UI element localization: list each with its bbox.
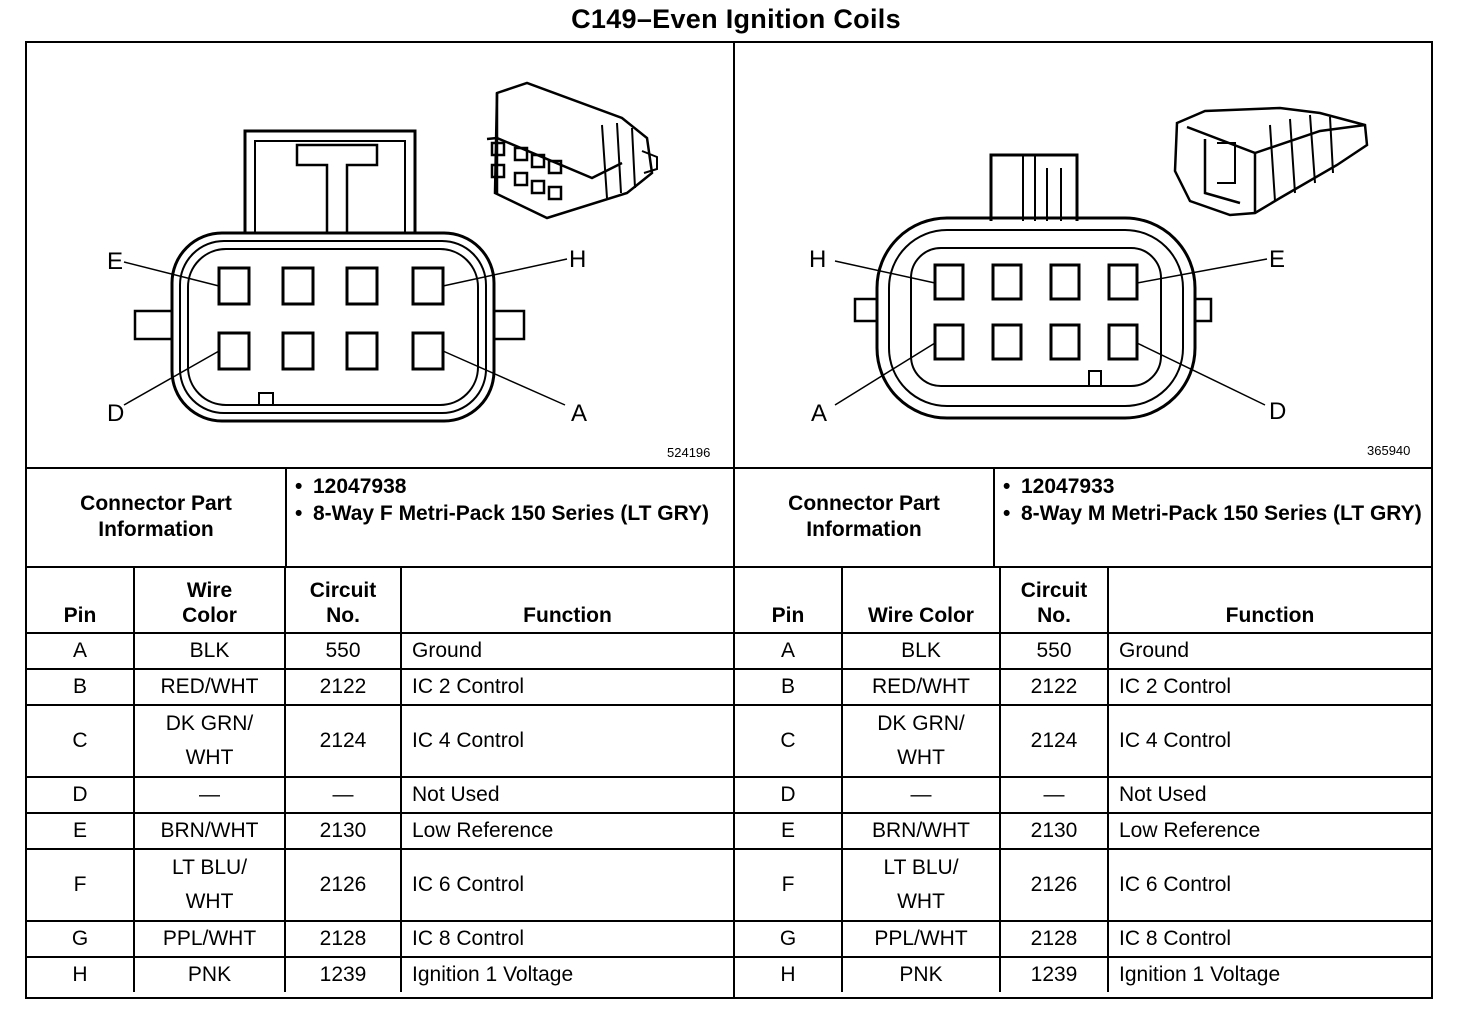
pin-label-bottom-left: A <box>811 400 827 427</box>
pin-label-bottom-left: D <box>107 400 124 427</box>
table-row: D——Not Used <box>735 776 1431 814</box>
connector-part-info-list: 12047938 8-Way F Metri-Pack 150 Series (… <box>295 473 729 527</box>
figure-id: 365940 <box>1367 443 1411 458</box>
header-pin: Pin <box>735 566 843 634</box>
pin-label-top-left: H <box>809 246 826 273</box>
pin-label-bottom-right: A <box>571 400 587 427</box>
header-function: Function <box>400 566 733 634</box>
figure-id: 524196 <box>667 445 711 460</box>
pin-label-top-right: H <box>569 246 586 273</box>
male-connector-diagram: H E A D 365940 <box>735 43 1431 469</box>
page-title: C149–Even Ignition Coils <box>571 4 901 34</box>
female-connector-face-view: E H D A <box>107 81 658 427</box>
pin-label-top-right: E <box>1269 246 1285 273</box>
pin-label-top-left: E <box>107 248 123 275</box>
connector-description: 8-Way M Metri-Pack 150 Series (LT GRY) <box>1003 500 1427 527</box>
part-number: 12047933 <box>1003 473 1427 500</box>
connector-part-info-list: 12047933 8-Way M Metri-Pack 150 Series (… <box>1003 473 1427 527</box>
header-pin: Pin <box>27 566 135 634</box>
male-connector-face-view: H E A D <box>809 106 1369 427</box>
part-number: 12047938 <box>295 473 729 500</box>
female-connector-diagram: E H D A 524196 <box>27 43 733 469</box>
header-function: Function <box>1107 566 1431 634</box>
table-row: D——Not Used <box>27 776 733 814</box>
header-wire-color: Wire Color <box>841 566 1001 634</box>
pin-label-bottom-right: D <box>1269 398 1286 425</box>
connector-description: 8-Way F Metri-Pack 150 Series (LT GRY) <box>295 500 729 527</box>
